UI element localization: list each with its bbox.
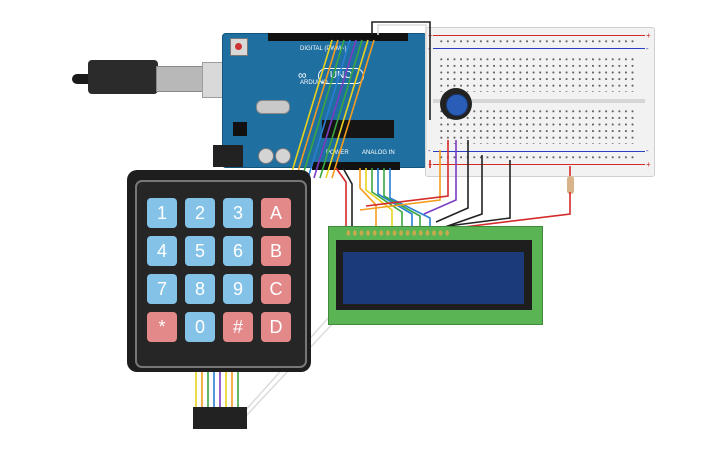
resistor[interactable]	[567, 176, 574, 194]
breadboard-holes-top	[438, 56, 638, 92]
rail-holes	[438, 38, 638, 46]
power-jack	[213, 145, 243, 167]
lcd-pins	[345, 228, 451, 238]
breadboard-holes-bottom	[438, 108, 638, 144]
lcd-screen	[343, 252, 524, 304]
keypad-key[interactable]: A	[261, 198, 291, 228]
breadboard-negative-rail	[433, 48, 645, 49]
keypad-key[interactable]: B	[261, 236, 291, 266]
rail-holes	[438, 154, 638, 162]
keypad-connector	[193, 407, 247, 429]
power-label: POWER	[326, 150, 349, 156]
keypad-key[interactable]: 3	[223, 198, 253, 228]
keypad-key[interactable]: 2	[185, 198, 215, 228]
plus-label: +	[646, 31, 651, 40]
minus-label: -	[646, 146, 649, 155]
usb-cable[interactable]	[88, 60, 158, 94]
keypad-key[interactable]: 8	[185, 274, 215, 304]
capacitor	[275, 148, 291, 164]
digital-label: DIGITAL (PWM~)	[300, 46, 347, 52]
minus-label: -	[646, 44, 649, 53]
digital-header	[268, 33, 408, 41]
breadboard-negative-rail	[433, 151, 645, 152]
keypad-key[interactable]: 5	[185, 236, 215, 266]
analog-header	[352, 162, 400, 170]
capacitor	[258, 148, 274, 164]
keypad-key[interactable]: 7	[147, 274, 177, 304]
breadboard-positive-rail	[433, 35, 645, 36]
reset-button[interactable]	[230, 38, 248, 56]
arduino-label: ARDUINO	[300, 80, 328, 86]
keypad-key[interactable]: 4	[147, 236, 177, 266]
minus-label: -	[428, 146, 431, 155]
breadboard-positive-rail	[433, 164, 645, 165]
keypad-key[interactable]: C	[261, 274, 291, 304]
potentiometer-knob-icon[interactable]	[446, 94, 468, 116]
plus-label: +	[646, 160, 651, 169]
keypad-key[interactable]: 0	[185, 312, 215, 342]
analog-label: ANALOG IN	[362, 150, 395, 156]
breadboard-center-gap	[433, 99, 645, 103]
keypad-key[interactable]: 9	[223, 274, 253, 304]
keypad-key[interactable]: 1	[147, 198, 177, 228]
keypad-key[interactable]: 6	[223, 236, 253, 266]
keypad-key[interactable]: *	[147, 312, 177, 342]
keypad-key[interactable]: #	[223, 312, 253, 342]
voltage-regulator	[233, 122, 247, 136]
arduino-logo-icon: ∞	[298, 68, 307, 82]
keypad-key[interactable]: D	[261, 312, 291, 342]
power-header	[312, 162, 352, 170]
usb-cable-tip	[72, 74, 90, 84]
crystal-oscillator	[256, 100, 290, 114]
usb-plug	[156, 66, 206, 92]
